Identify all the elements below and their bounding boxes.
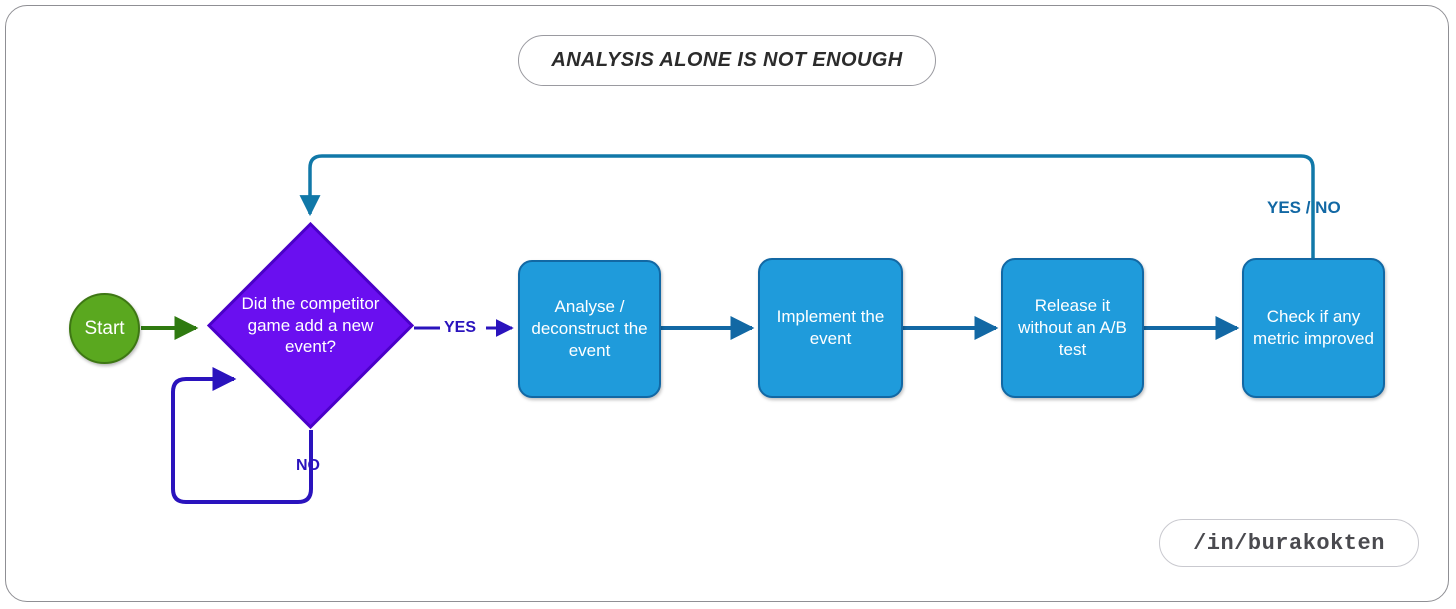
edge-decision-no-loop: [171, 367, 313, 504]
decision-diamond-shape: [206, 221, 415, 430]
node-release-label: Release it without an A/B test: [1018, 295, 1127, 360]
node-analyse[interactable]: Analyse / deconstruct the event: [518, 260, 661, 398]
edge-check-feedback: [299, 154, 1315, 260]
node-check-label: Check if any metric improved: [1253, 306, 1374, 348]
node-analyse-label: Analyse / deconstruct the event: [531, 296, 648, 361]
edge-label-yes: YES: [444, 319, 477, 336]
banner-title-text: ANALYSIS ALONE IS NOT ENOUGH: [551, 49, 903, 71]
banner-title: ANALYSIS ALONE IS NOT ENOUGH: [518, 35, 936, 86]
node-check[interactable]: Check if any metric improved: [1242, 258, 1385, 398]
edge-label-yes-no: YES / NO: [1267, 198, 1341, 217]
author-handle-text: /in/burakokten: [1193, 530, 1385, 556]
node-implement[interactable]: Implement the event: [758, 258, 903, 398]
node-start-label: Start: [84, 318, 125, 339]
node-decision[interactable]: Did the competitor game add a new event?: [206, 221, 415, 430]
node-release[interactable]: Release it without an A/B test: [1001, 258, 1144, 398]
node-implement-label: Implement the event: [776, 306, 885, 348]
node-start[interactable]: Start: [69, 293, 140, 364]
author-handle-badge[interactable]: /in/burakokten: [1159, 519, 1419, 567]
edge-label-no: NO: [296, 457, 320, 474]
